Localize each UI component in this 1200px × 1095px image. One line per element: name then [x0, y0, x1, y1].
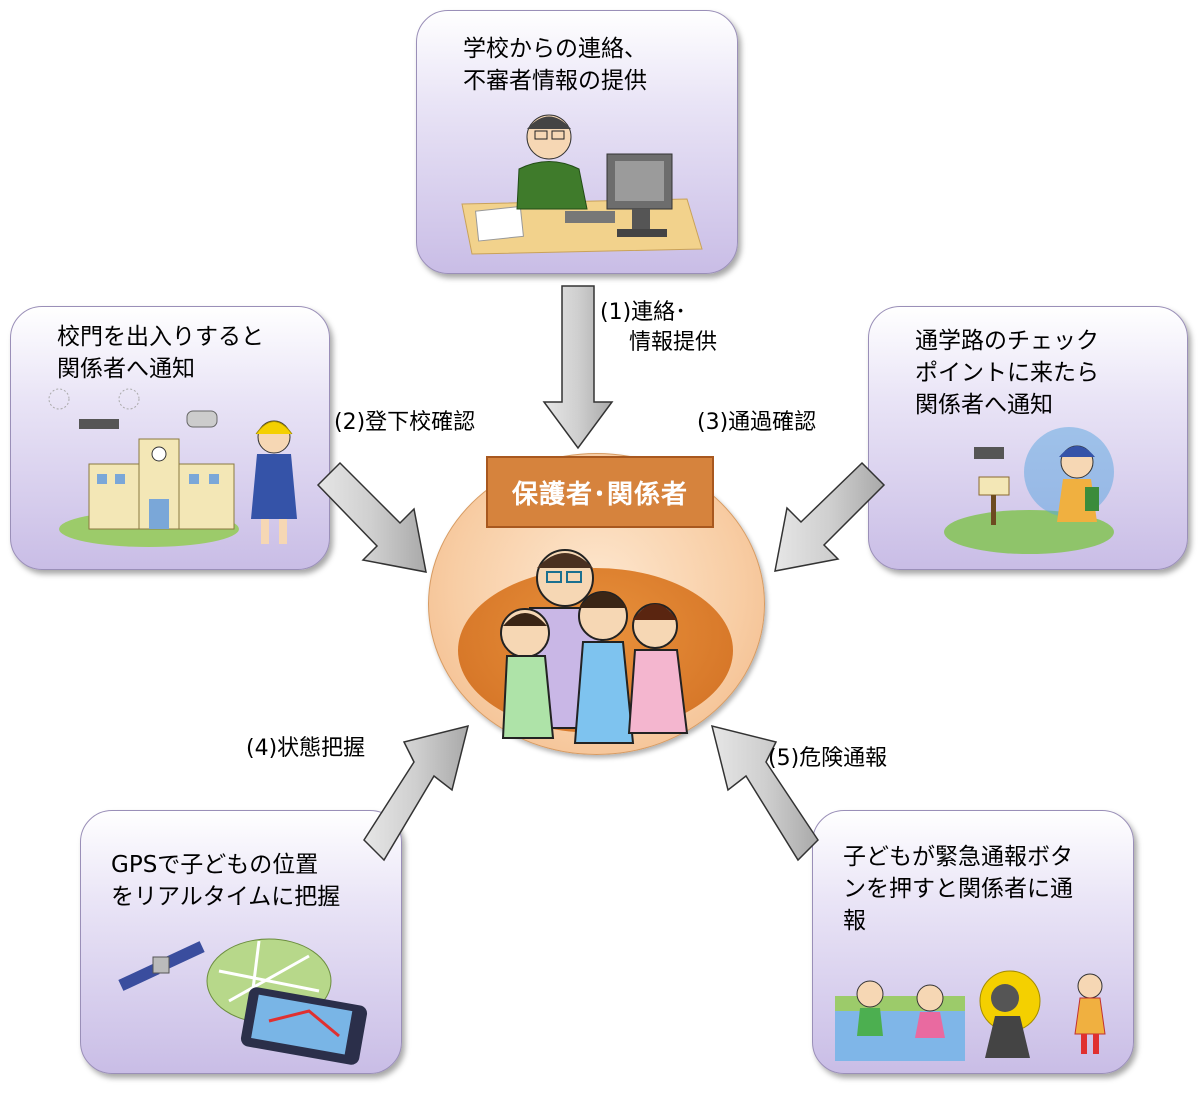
family-icon: [500, 549, 689, 744]
step4-label: (4)状態把握: [246, 736, 366, 761]
gps-box: GPSで子どもの位置 をリアルタイムに把握: [80, 810, 402, 1074]
checkpoint-child-icon: [944, 427, 1114, 554]
step2-label: (2)登下校確認: [334, 410, 476, 435]
step5-label: (5)危険通報: [768, 746, 888, 771]
center-title: 保護者･関係者: [486, 456, 714, 528]
teacher-at-computer-icon: [461, 114, 703, 255]
checkpoint-box: 通学路のチェック ポイントに来たら 関係者へ通知: [868, 306, 1188, 570]
arrow-step3: [774, 461, 886, 572]
school-gate-label: 校門を出入りすると 関係者へ通知: [57, 324, 264, 382]
emergency-box: 子どもが緊急通報ボタ ンを押すと関係者に通 報: [812, 810, 1134, 1074]
school-gate-box: 校門を出入りすると 関係者へ通知: [10, 306, 330, 570]
gps-label: GPSで子どもの位置 をリアルタイムに把握: [111, 852, 341, 910]
school-contact-label: 学校からの連絡、 不審者情報の提供: [463, 36, 647, 94]
step3-label: (3)通過確認: [697, 410, 817, 435]
arrow-step2: [316, 461, 427, 573]
school-contact-box: 学校からの連絡、 不審者情報の提供: [416, 10, 738, 274]
school-building-icon: [48, 388, 297, 547]
arrow-step4: [363, 724, 470, 862]
arrow-step1: [542, 285, 614, 450]
step1-label: (1)連絡･ 情報提供: [600, 300, 717, 355]
arrow-step5: [710, 724, 819, 862]
gps-satellite-map-icon: [118, 938, 368, 1065]
emergency-children-icon: [835, 970, 1106, 1061]
checkpoint-label: 通学路のチェック ポイントに来たら 関係者へ通知: [915, 328, 1099, 418]
emergency-label: 子どもが緊急通報ボタ ンを押すと関係者に通 報: [843, 844, 1073, 934]
